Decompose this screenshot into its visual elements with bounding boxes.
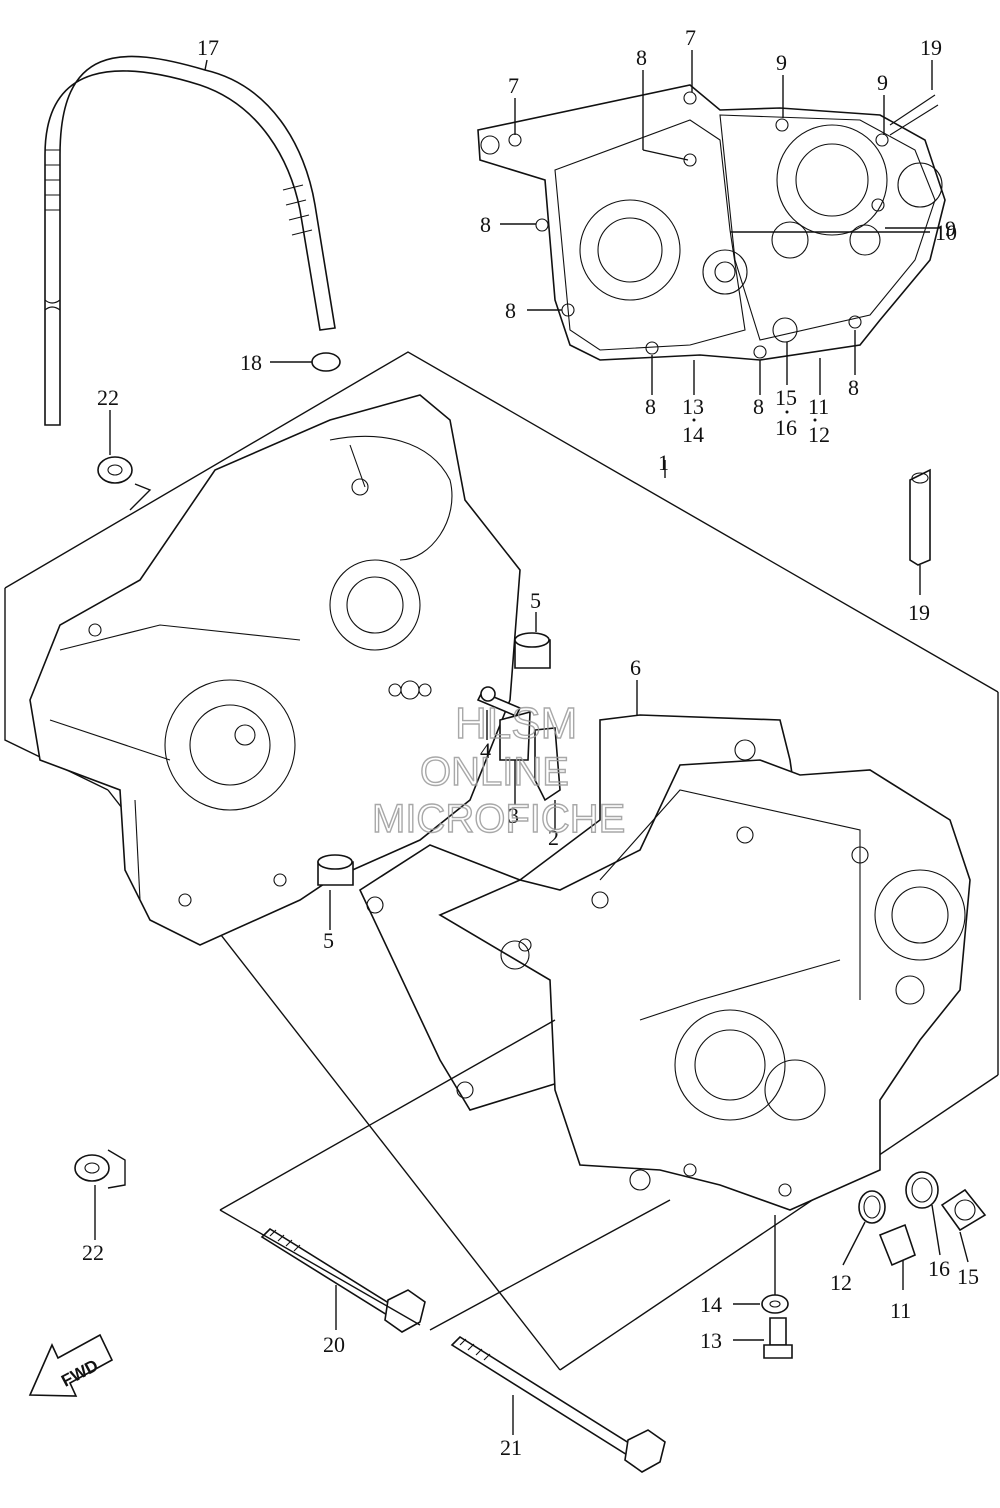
callout-11: 11: [890, 1298, 911, 1323]
right-crankcase-half: [438, 759, 971, 1211]
callout-19: 19: [920, 35, 942, 60]
callout-9: 9: [877, 70, 888, 95]
callout-dots: [692, 410, 817, 422]
washer-22: [74, 456, 133, 1182]
callout-19: 19: [908, 600, 930, 625]
callout-9: 9: [776, 50, 787, 75]
callout-8: 8: [636, 45, 647, 70]
callout-2: 2: [548, 825, 559, 850]
callout-8: 8: [848, 375, 859, 400]
callout-17: 17: [197, 35, 219, 60]
crankcase-gasket-view: [477, 84, 946, 361]
clamp-18: [311, 352, 341, 372]
callout-16: 16: [928, 1256, 950, 1281]
callout-12: 12: [808, 422, 830, 447]
callout-5: 5: [323, 928, 334, 953]
fwd-arrow-icon: FWD: [28, 1333, 114, 1397]
small-parts: [317, 632, 561, 886]
callout-8: 8: [505, 298, 516, 323]
callout-4: 4: [480, 738, 491, 763]
callout-7: 7: [685, 25, 696, 50]
callout-8: 8: [480, 212, 491, 237]
watermark-line2: ONLINE: [420, 750, 569, 794]
watermark-line1: HLSM: [455, 699, 577, 748]
callout-6: 6: [630, 655, 641, 680]
watermark: HLSM ONLINE MICROFICHE: [371, 698, 626, 841]
callout-13: 13: [682, 394, 704, 419]
callout-8: 8: [645, 394, 656, 419]
left-crankcase-half: [29, 394, 521, 946]
callout-5: 5: [530, 588, 541, 613]
callout-7: 7: [508, 73, 519, 98]
callout-13: 13: [700, 1328, 722, 1353]
callout-21: 21: [500, 1435, 522, 1460]
callout-11: 11: [808, 394, 829, 419]
callout-labels: 17 7 7 8 9 9 19 8 9 10 8 8 13 14 8 15 16…: [82, 25, 979, 1460]
callout-15: 15: [957, 1264, 979, 1289]
drain-plug-parts: [761, 1171, 987, 1359]
callout-12: 12: [830, 1270, 852, 1295]
breather-hose: [44, 55, 336, 426]
leader-lines: [94, 50, 969, 1435]
watermark-line3: MICROFICHE: [372, 797, 625, 841]
callout-22: 22: [82, 1240, 104, 1265]
callout-18: 18: [240, 350, 262, 375]
hose-clip-19: [909, 468, 931, 566]
callout-10: 10: [935, 220, 957, 245]
callout-22: 22: [97, 385, 119, 410]
callout-1: 1: [658, 450, 669, 475]
callout-16: 16: [775, 415, 797, 440]
callout-15: 15: [775, 385, 797, 410]
callout-20: 20: [323, 1332, 345, 1357]
bolt-21: [450, 1335, 666, 1473]
callout-9: 9: [945, 216, 956, 241]
callout-8: 8: [753, 394, 764, 419]
callout-14: 14: [700, 1292, 722, 1317]
callout-3: 3: [508, 803, 519, 828]
callout-14: 14: [682, 422, 704, 447]
